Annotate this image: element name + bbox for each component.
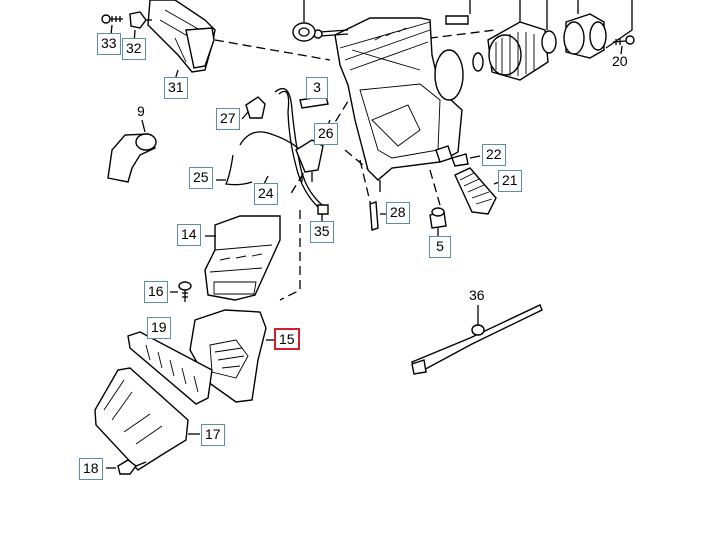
label-9: 9 bbox=[137, 103, 145, 119]
rubber-mount-part-5 bbox=[429, 207, 447, 236]
tray-part-17 bbox=[94, 367, 200, 471]
label-20: 20 bbox=[612, 53, 628, 69]
air-filter-housing-part bbox=[334, 17, 464, 192]
baffle-part-19 bbox=[127, 331, 213, 405]
callout-28[interactable]: 28 bbox=[386, 202, 410, 224]
callout-18[interactable]: 18 bbox=[79, 458, 103, 480]
callout-14[interactable]: 14 bbox=[177, 224, 201, 246]
callout-25[interactable]: 25 bbox=[189, 167, 213, 189]
bellows-part-21 bbox=[454, 167, 503, 215]
callout-3[interactable]: 3 bbox=[306, 77, 328, 99]
end-cap-part bbox=[563, 0, 633, 59]
clip-part-32 bbox=[129, 11, 152, 29]
callout-24[interactable]: 24 bbox=[254, 183, 278, 205]
bracket-part-27 bbox=[241, 96, 266, 120]
pin-part-28 bbox=[369, 201, 388, 231]
callout-35[interactable]: 35 bbox=[310, 221, 334, 243]
sensor-part-26 bbox=[295, 129, 324, 182]
label-36: 36 bbox=[469, 287, 485, 303]
callout-16[interactable]: 16 bbox=[144, 281, 168, 303]
intake-duct-part bbox=[147, 0, 216, 73]
screw-part-16 bbox=[170, 281, 192, 302]
callout-17[interactable]: 17 bbox=[201, 424, 225, 446]
clip-part-22 bbox=[451, 153, 481, 167]
screw-part-33 bbox=[101, 14, 123, 24]
callout-19[interactable]: 19 bbox=[147, 317, 171, 339]
callout-31[interactable]: 31 bbox=[164, 77, 188, 99]
elbow-hose-part-9 bbox=[107, 119, 157, 183]
cable-tie-part-36 bbox=[410, 304, 543, 375]
callout-21[interactable]: 21 bbox=[498, 170, 522, 192]
callout-27[interactable]: 27 bbox=[216, 108, 240, 130]
callout-5[interactable]: 5 bbox=[429, 236, 451, 258]
callout-15-selected[interactable]: 15 bbox=[274, 328, 300, 350]
callout-33[interactable]: 33 bbox=[97, 33, 121, 55]
grommet-part-top bbox=[292, 0, 316, 42]
callout-22[interactable]: 22 bbox=[482, 144, 506, 166]
vacuum-hose-part-24 bbox=[216, 87, 323, 209]
screw-part-18 bbox=[106, 459, 147, 475]
filter-element-part bbox=[487, 0, 549, 81]
screw-part-20 bbox=[612, 35, 635, 55]
callout-26[interactable]: 26 bbox=[314, 123, 338, 145]
callout-32[interactable]: 32 bbox=[122, 38, 146, 60]
intake-scoop-part-14 bbox=[204, 215, 281, 301]
